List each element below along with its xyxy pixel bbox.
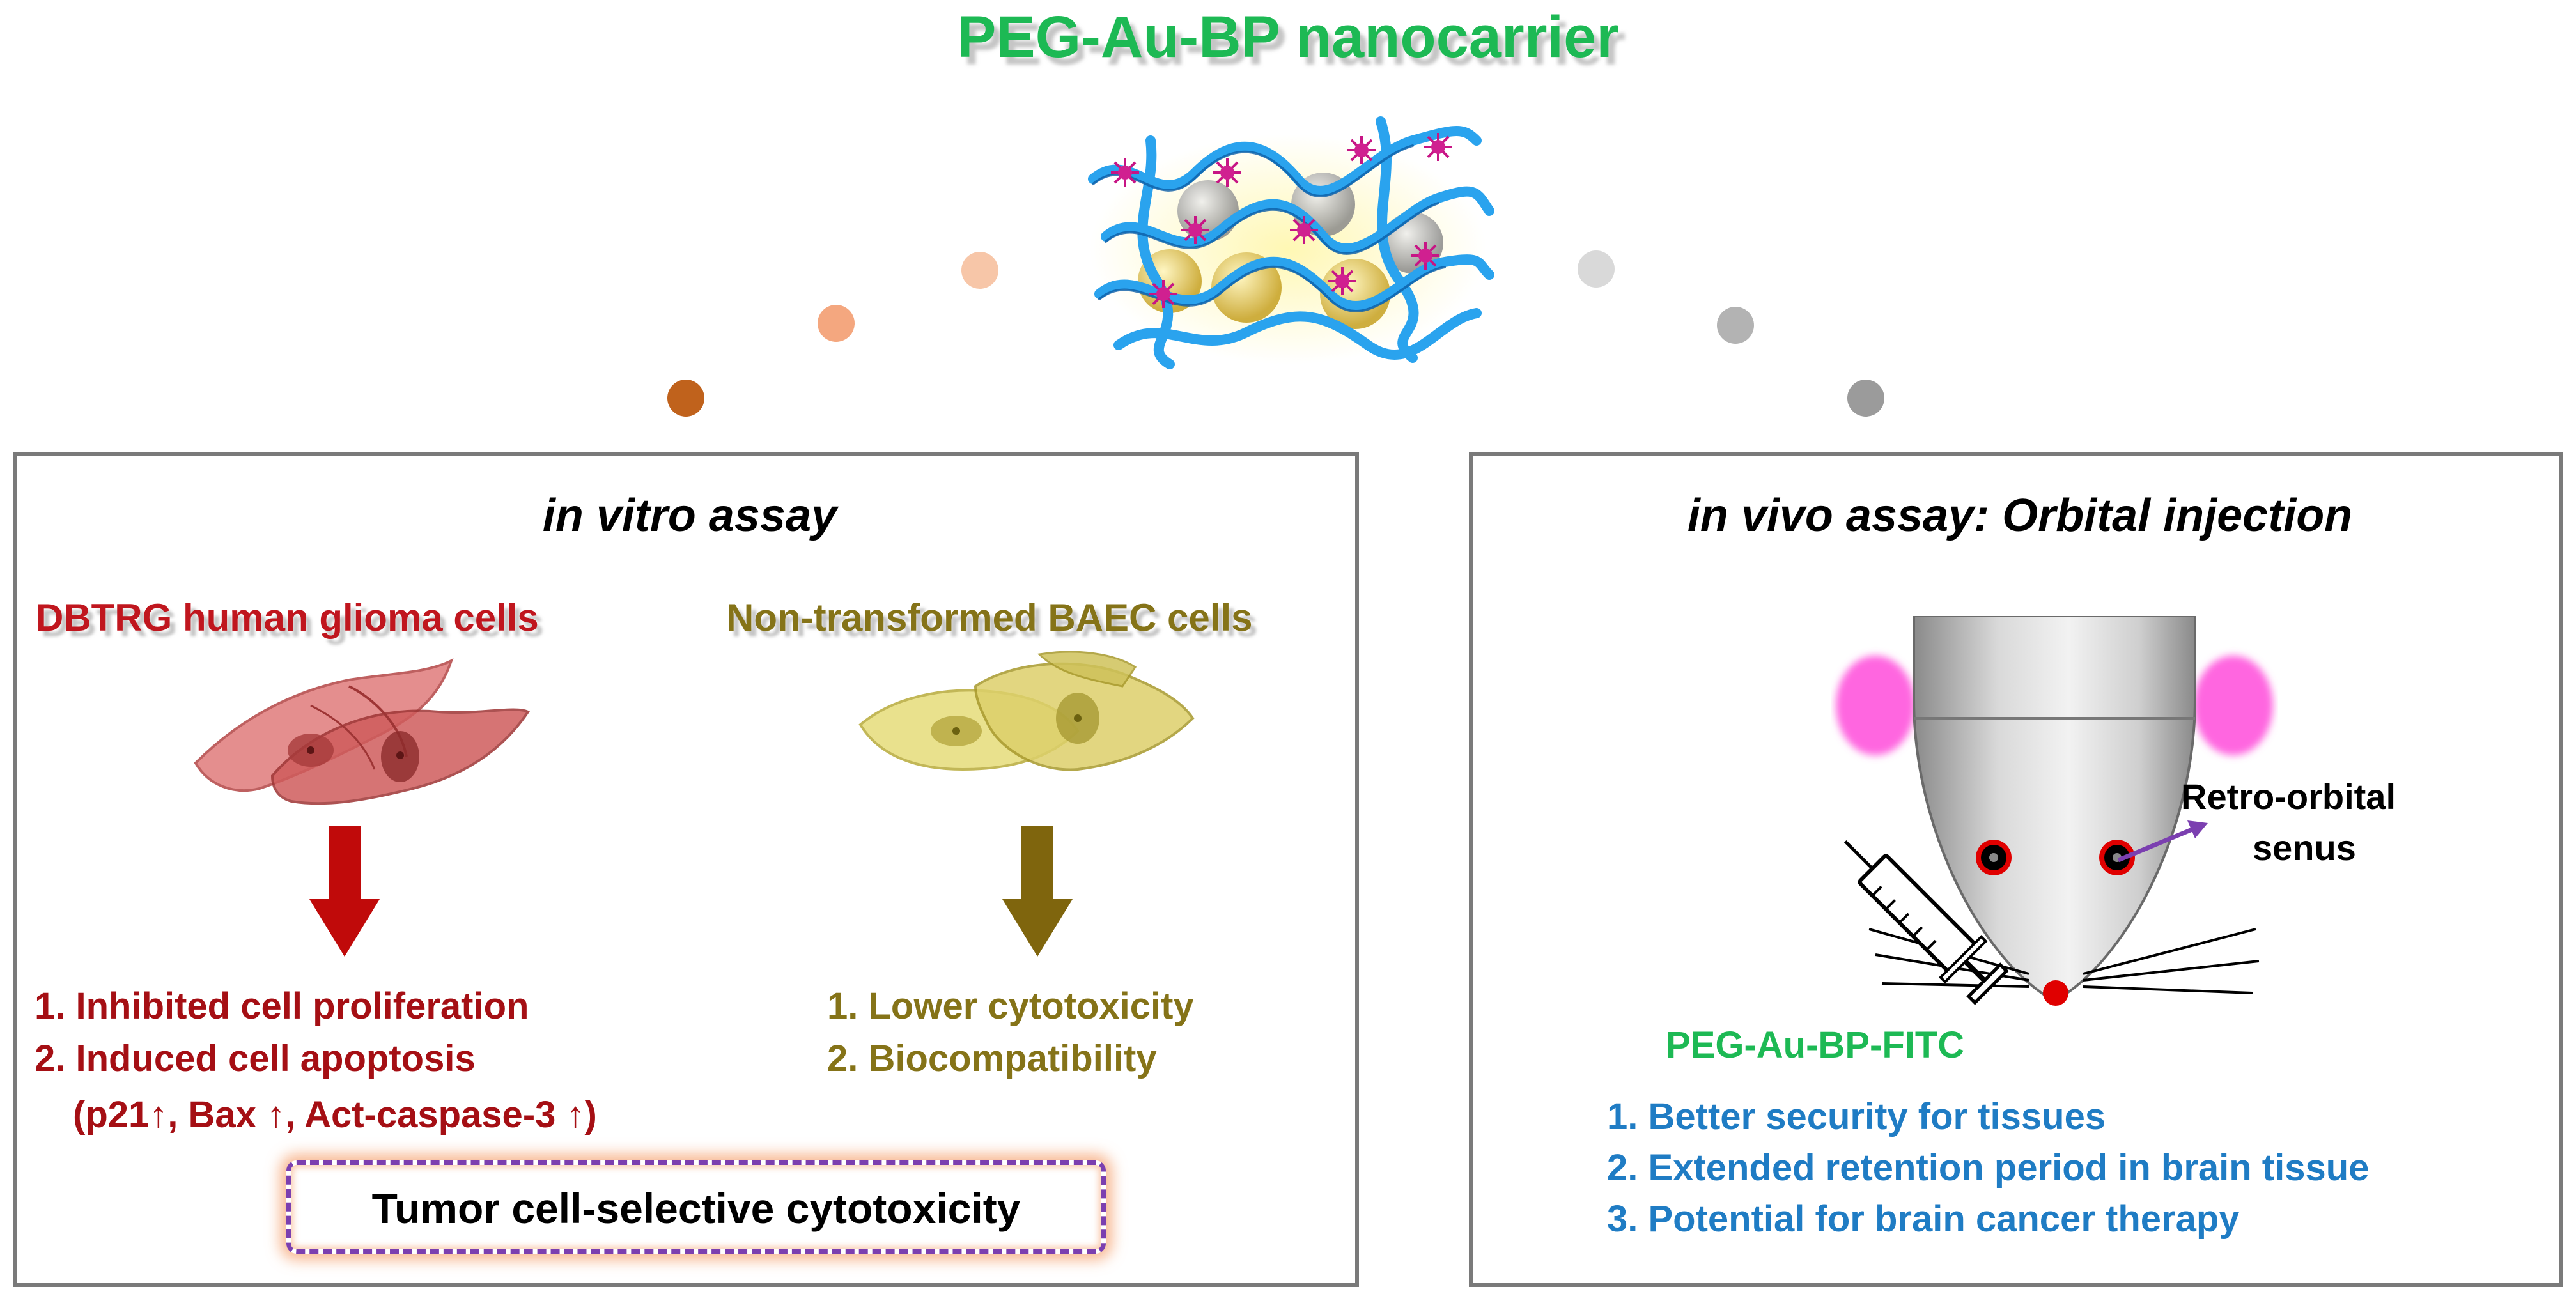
conclusion-box: Tumor cell-selective cytotoxicity	[286, 1160, 1106, 1254]
in-vitro-heading: in vitro assay	[542, 490, 837, 541]
in-vitro-panel: in vitro assay DBTRG human glioma cells …	[13, 452, 1359, 1287]
probe-label: PEG-Au-BP-FITC	[1666, 1024, 1965, 1066]
in-vivo-heading: in vivo assay: Orbital injection	[1687, 490, 2353, 541]
dot-left-1	[667, 380, 704, 417]
pointer-arrow	[2117, 820, 2208, 863]
down-arrow-icon	[1002, 826, 1073, 957]
baec-cell-icon	[858, 651, 1195, 771]
dot-left-3	[961, 252, 998, 289]
baec-result-2: 2. Biocompatibility	[827, 1038, 1157, 1079]
glioma-result-2: 2. Induced cell apoptosis	[35, 1038, 476, 1079]
page-title: PEG-Au-BP nanocarrier	[956, 4, 1620, 70]
glioma-result-markers: (p21↑, Bax ↑, Act-caspase-3 ↑)	[73, 1094, 597, 1136]
dot-left-2	[818, 305, 855, 342]
in-vivo-panel: in vivo assay: Orbital injection	[1469, 452, 2563, 1287]
conclusion-text: Tumor cell-selective cytotoxicity	[371, 1185, 1021, 1232]
in-vivo-result-3: 3. Potential for brain cancer therapy	[1607, 1198, 2240, 1240]
nanocarrier-icon	[1088, 116, 1494, 369]
down-arrow-icon	[309, 826, 380, 957]
retro-orbital-label-line2: senus	[2253, 828, 2356, 868]
baec-cells-label: Non-transformed BAEC cells	[726, 596, 1253, 639]
mouse-head-icon	[1836, 616, 2273, 1006]
glioma-result-1: 1. Inhibited cell proliferation	[35, 985, 529, 1027]
glioma-cell-icon	[194, 658, 530, 805]
in-vivo-result-2: 2. Extended retention period in brain ti…	[1607, 1147, 2370, 1189]
dot-right-2	[1717, 307, 1754, 344]
glioma-cells-label: DBTRG human glioma cells	[36, 596, 539, 639]
syringe-icon	[1843, 840, 2009, 1005]
retro-orbital-label-line1: Retro-orbital	[2181, 776, 2396, 817]
in-vivo-result-1: 1. Better security for tissues	[1607, 1096, 2106, 1137]
arc-dots	[667, 250, 1884, 417]
dot-right-3	[1847, 380, 1884, 417]
baec-result-1: 1. Lower cytotoxicity	[827, 985, 1194, 1027]
dot-right-1	[1578, 250, 1615, 288]
